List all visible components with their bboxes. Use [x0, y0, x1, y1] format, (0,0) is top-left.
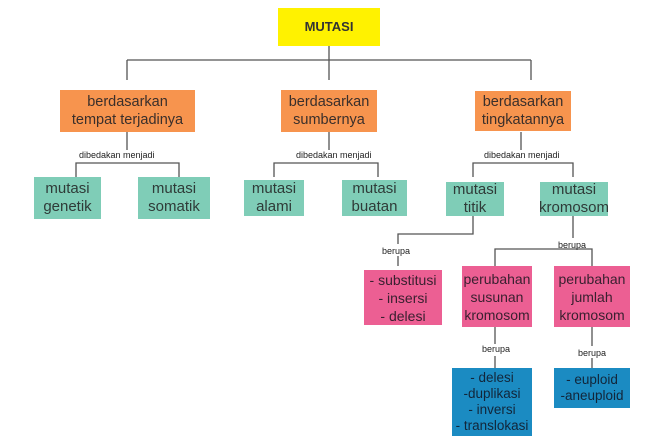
category-location: berdasarkan tempat terjadinya [60, 90, 195, 132]
category-label-line: berdasarkan [87, 94, 168, 110]
type-somatic-mutation: mutasi somatik [138, 177, 210, 219]
node-text: kromosom [464, 306, 530, 323]
node-text: mutasi [452, 181, 498, 198]
type-artificial-mutation: mutasi buatan [342, 180, 407, 216]
node-text: perubahan [558, 270, 626, 287]
detail-item: - euploid [566, 372, 618, 387]
node-text: jumlah [571, 288, 613, 305]
connector-label: dibedakan menjadi [296, 150, 372, 160]
node-text: titik [463, 199, 487, 216]
connector-label: berupa [382, 246, 411, 256]
point-mutation-forms: - substitusi - insersi - delesi [364, 270, 442, 325]
node-text: mutasi [352, 180, 397, 197]
detail-item: - inversi [468, 402, 516, 417]
detail-item: - delesi [470, 370, 514, 385]
category-label-line: berdasarkan [288, 94, 370, 110]
node-text: susunan [470, 288, 524, 305]
root-node-mutasi: MUTASI [278, 8, 380, 46]
connector-label: berupa [578, 348, 607, 358]
connector-label: berupa [558, 240, 587, 250]
node-text: mutasi [45, 180, 90, 197]
node-text: buatan [351, 198, 398, 215]
connector-label: dibedakan menjadi [484, 150, 560, 160]
category-label-line: sumbernya [293, 112, 365, 128]
number-change-types: - euploid -aneuploid [554, 368, 630, 408]
category-level: berdasarkan tingkatannya [475, 91, 571, 131]
type-point-mutation: mutasi titik [446, 181, 504, 216]
form-item: - delesi [380, 307, 426, 324]
type-natural-mutation: mutasi alami [244, 180, 304, 216]
node-text: mutasi [151, 180, 197, 197]
node-text: kromosom [539, 199, 610, 216]
type-genetic-mutation: mutasi genetik [34, 177, 101, 219]
detail-item: -duplikasi [463, 386, 521, 401]
form-item: - substitusi [369, 271, 437, 288]
node-text: mutasi [251, 180, 297, 197]
node-text: kromosom [559, 306, 625, 323]
category-label-line: tempat terjadinya [71, 112, 184, 128]
structure-change-types: - delesi -duplikasi - inversi - translok… [452, 368, 532, 436]
connector-label: berupa [482, 344, 511, 354]
chromosome-structure-change: perubahan susunan kromosom [462, 266, 532, 327]
node-text: mutasi [551, 181, 597, 198]
category-label-line: berdasarkan [482, 94, 564, 110]
node-text: alami [256, 198, 292, 215]
detail-item: - translokasi [455, 418, 529, 433]
connector-label: dibedakan menjadi [79, 150, 155, 160]
form-item: - insersi [378, 289, 428, 306]
root-label: MUTASI [304, 19, 354, 34]
node-text: somatik [148, 198, 200, 215]
chromosome-number-change: perubahan jumlah kromosom [554, 266, 630, 327]
category-label-line: tingkatannya [481, 112, 565, 128]
node-text: perubahan [463, 270, 531, 287]
node-text: genetik [43, 198, 92, 215]
type-chromosome-mutation: mutasi kromosom [539, 181, 610, 216]
detail-item: -aneuploid [560, 388, 624, 403]
category-source: berdasarkan sumbernya [281, 90, 377, 132]
